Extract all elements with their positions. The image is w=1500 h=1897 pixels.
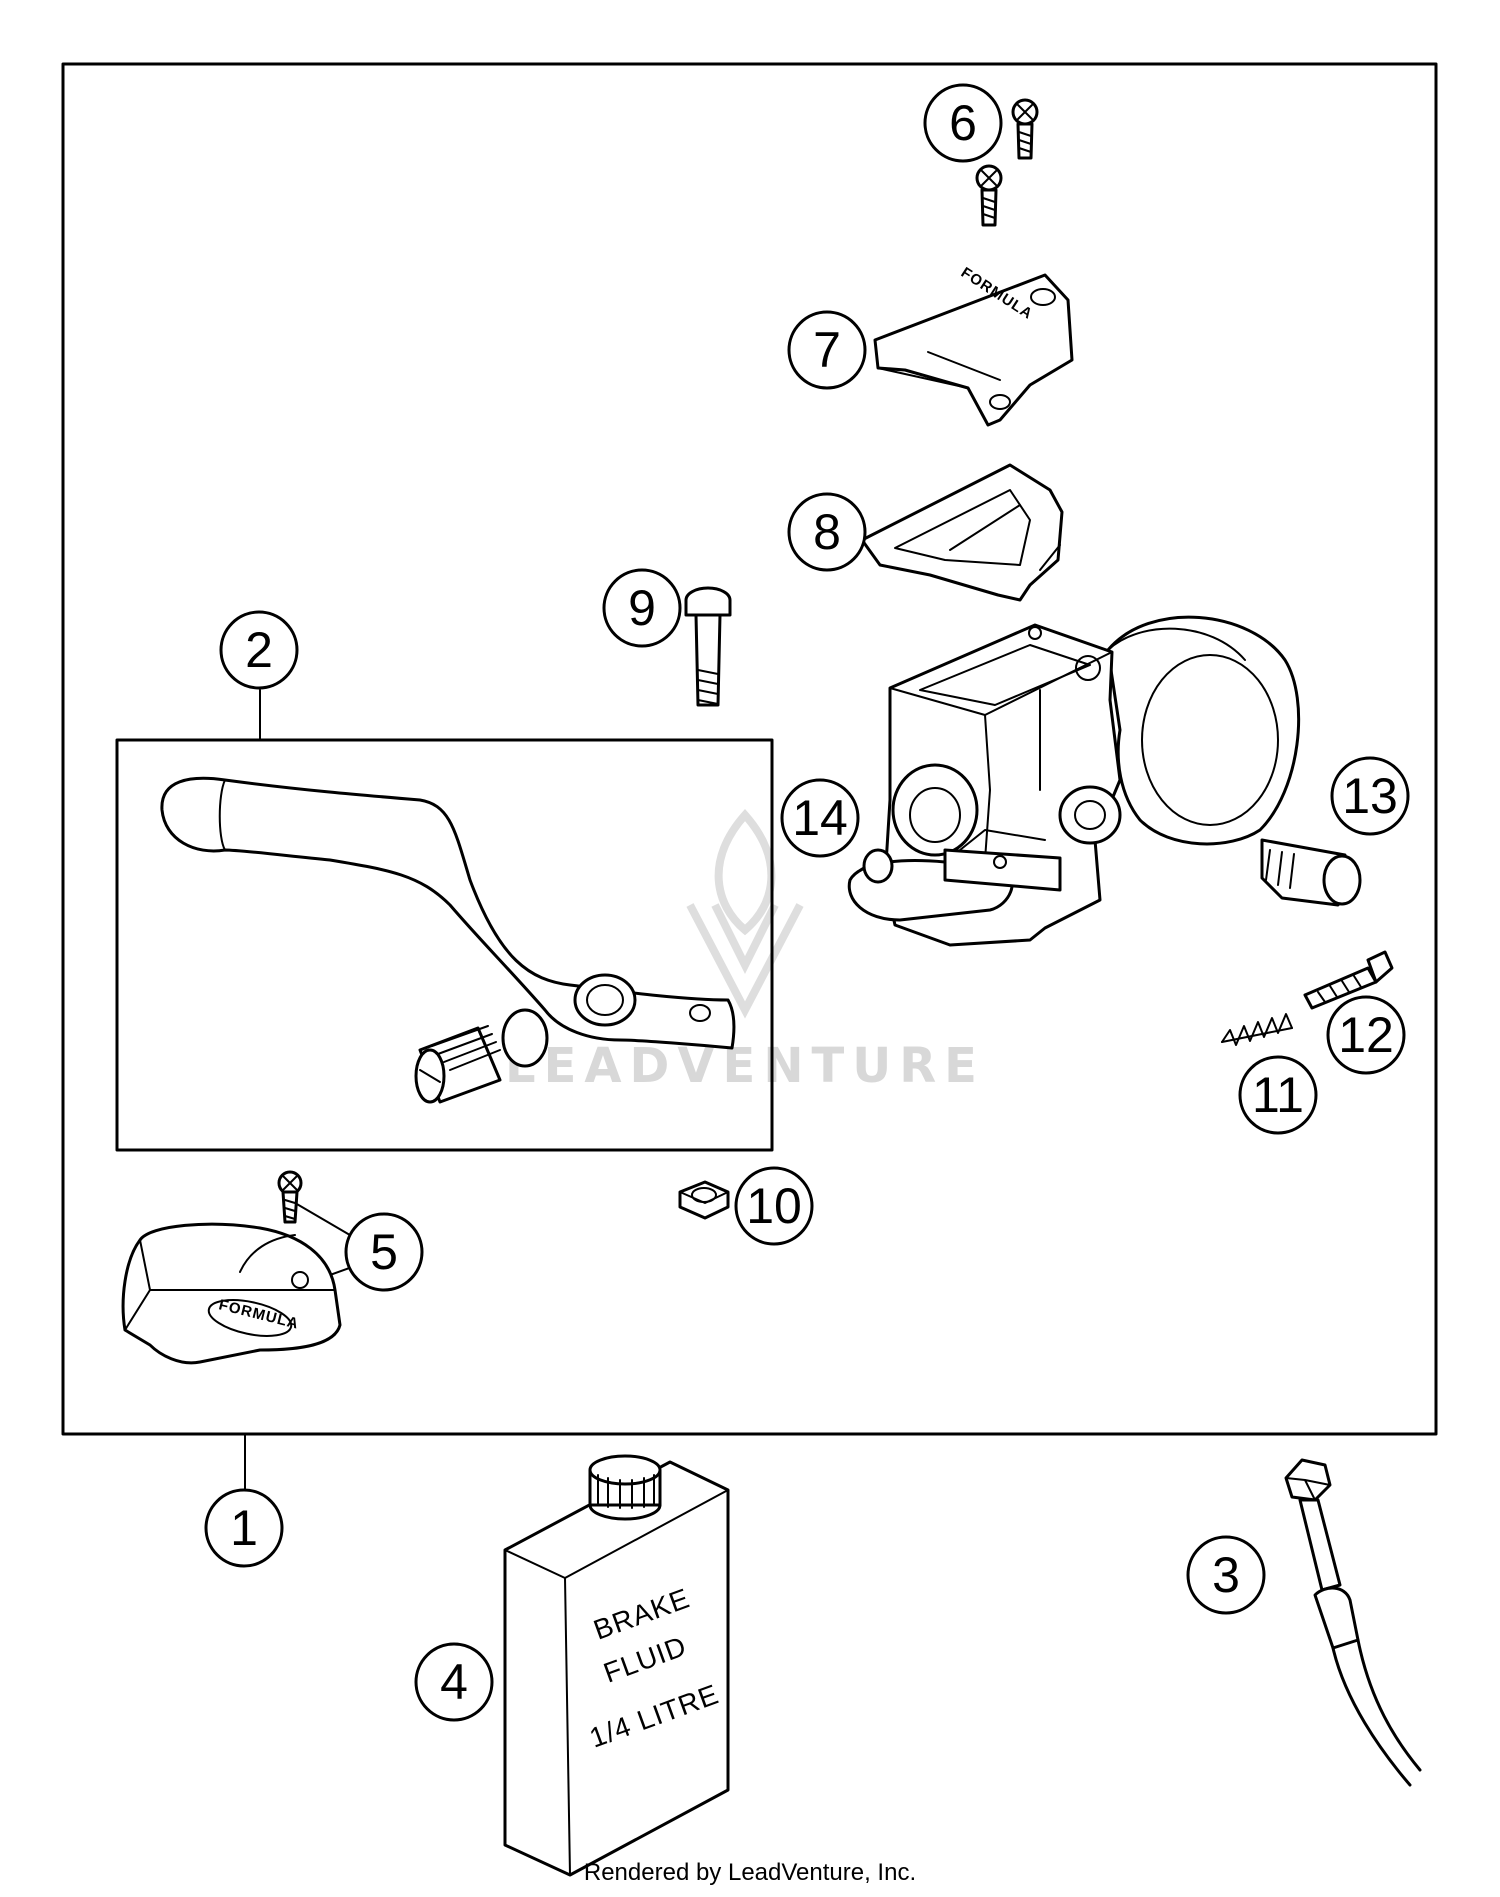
callout-2: 2: [219, 610, 299, 690]
lever-cover-part-5: FORMULA: [121, 1170, 342, 1365]
adjuster-screw-part-12: [1303, 950, 1394, 1010]
diaphragm-gasket-part-8: [860, 463, 1064, 602]
watermark-logo-icon: [686, 808, 804, 1019]
callout-3: 3: [1186, 1535, 1266, 1615]
callout-8: 8: [787, 492, 867, 572]
reservoir-cover-part-7: FORMULA: [873, 264, 1074, 427]
callout-9: 9: [602, 568, 682, 648]
screw-part-6: [975, 98, 1039, 227]
lever-group-box: [115, 738, 774, 1152]
svg-text:7: 7: [813, 322, 841, 378]
svg-text:10: 10: [746, 1178, 802, 1234]
svg-text:12: 12: [1338, 1007, 1394, 1063]
callout-5: 5: [344, 1212, 424, 1292]
bolt-part-9: [684, 586, 732, 707]
callout-7: 7: [787, 310, 867, 390]
svg-text:1: 1: [230, 1500, 258, 1556]
svg-text:9: 9: [628, 580, 656, 636]
svg-text:14: 14: [792, 790, 848, 846]
callout-1: 1: [204, 1488, 284, 1568]
callout-12: 12: [1326, 995, 1406, 1075]
svg-text:11: 11: [1252, 1067, 1304, 1123]
watermark-text: LEADVENTURE: [505, 1038, 985, 1094]
callout-13: 13: [1330, 756, 1410, 836]
svg-text:2: 2: [245, 622, 273, 678]
callout-6: 6: [923, 83, 1003, 163]
watermark: LEADVENTURE: [505, 808, 985, 1094]
brake-fluid-can-part-4: BRAKE FLUID 1/4 LITRE: [503, 1454, 730, 1877]
nut-part-10: [678, 1180, 730, 1220]
svg-text:5: 5: [370, 1224, 398, 1280]
kit-outline-box: [61, 62, 1438, 1436]
callout-4: 4: [414, 1642, 494, 1722]
callout-14: 14: [780, 778, 860, 858]
footer-credit: Rendered by LeadVenture, Inc.: [584, 1859, 916, 1886]
svg-text:8: 8: [813, 504, 841, 560]
svg-text:13: 13: [1342, 768, 1398, 824]
hose-part-3: [1284, 1458, 1422, 1787]
callout-10: 10: [734, 1166, 814, 1246]
screw-part-13: [1260, 838, 1362, 907]
callout-11: 11: [1238, 1055, 1318, 1135]
svg-text:4: 4: [440, 1654, 468, 1710]
svg-text:6: 6: [949, 95, 977, 151]
spring-part-11: [1221, 1013, 1293, 1046]
svg-text:3: 3: [1212, 1547, 1240, 1603]
master-cylinder-body: [847, 615, 1301, 947]
brake-lever-part-2: [160, 776, 736, 1104]
